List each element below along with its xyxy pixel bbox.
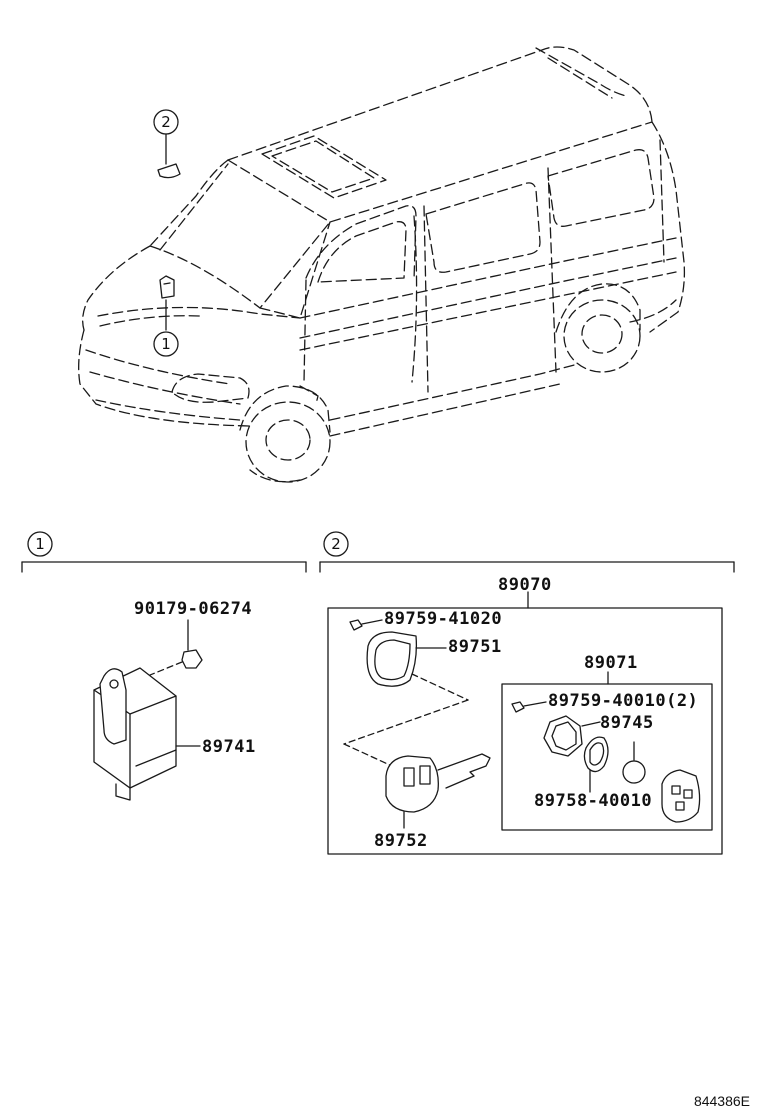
receiver-unit-drawing (93, 619, 203, 801)
part-89070: 89070 (498, 575, 552, 595)
part-89759-40010: 89759-40010(2) (548, 691, 698, 711)
part-90179-06274: 90179-06274 (134, 599, 252, 619)
key-assy-box (327, 607, 723, 855)
screw-b-drawing (511, 701, 547, 713)
section-bracket-1 (21, 531, 307, 573)
button-pad-drawing (661, 769, 701, 823)
figure-reference: 844386E (694, 1093, 750, 1109)
part-89758-40010: 89758-40010 (534, 791, 652, 811)
van-part-receiver-icon (159, 275, 175, 331)
screw-a-drawing (349, 619, 383, 631)
o-ring-drawing (583, 736, 609, 793)
callout-1-top-label: 1 (161, 335, 171, 353)
battery-drawing (622, 760, 646, 784)
part-89745: 89745 (600, 713, 654, 733)
van-part-antenna-icon (157, 133, 181, 179)
callout-2-top-label: 2 (161, 113, 171, 131)
key-drawing (385, 753, 491, 829)
section-bracket-2 (319, 531, 735, 573)
transmitter-sub-box (501, 683, 713, 831)
callout-circle-1-top (153, 331, 179, 357)
transmitter-case-drawing (543, 715, 601, 757)
part-89751: 89751 (448, 637, 502, 657)
part-89752: 89752 (374, 831, 428, 851)
part-89071: 89071 (584, 653, 638, 673)
van-illustration (78, 46, 686, 483)
callout-circle-2-top (153, 109, 179, 135)
key-cover-drawing (366, 631, 447, 687)
part-89741: 89741 (202, 737, 256, 757)
section-2-label: 2 (331, 535, 341, 553)
section-1-label: 1 (35, 535, 45, 553)
part-89759-41020: 89759-41020 (384, 609, 502, 629)
